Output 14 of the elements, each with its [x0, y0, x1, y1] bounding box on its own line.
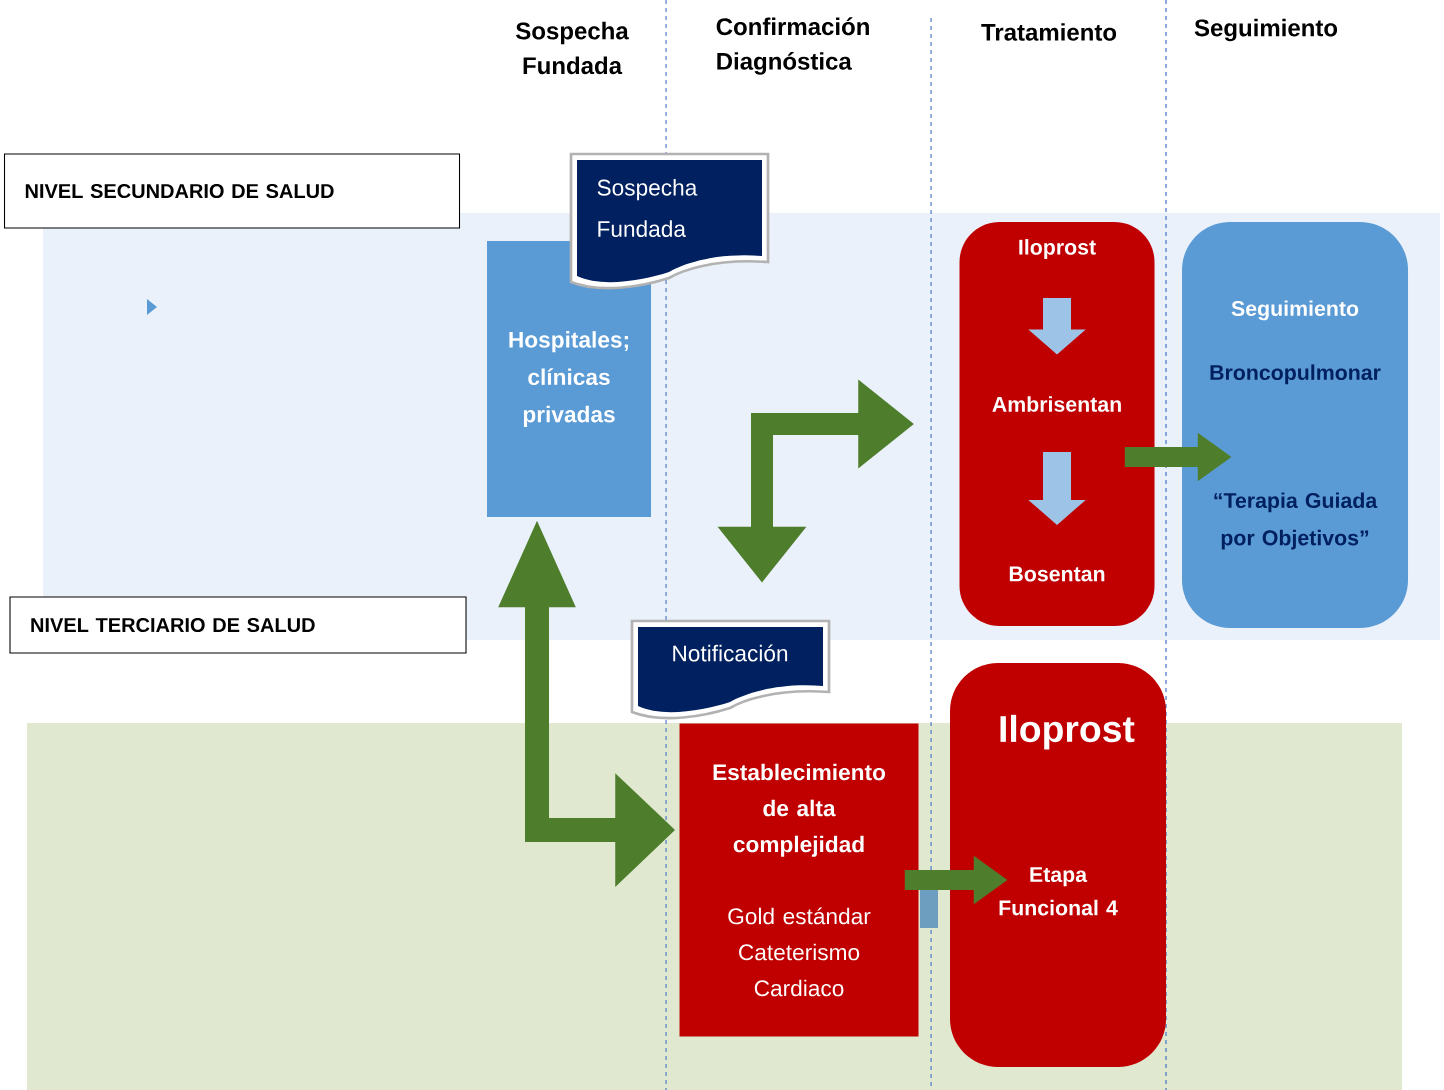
column-header: Sospecha Fundada	[516, 21, 629, 75]
process-box: Establecimiento de alta complejidad Gold estándar Cateterismo Cardiaco	[679, 723, 919, 1037]
column-header: Confirmación Diagnóstica	[716, 17, 869, 75]
rounded-box	[959, 222, 1155, 626]
level-box: NIVEL SECUNDARIO DE SALUD	[3, 153, 461, 229]
column-header: Seguimiento	[1194, 18, 1338, 42]
drug-label: Ambrisentan	[992, 396, 1121, 412]
rounded-box: Iloprost Etapa Funcional 4	[950, 663, 1166, 1067]
process-box: Hospitales; clínicas privadas	[487, 241, 651, 517]
level-box: NIVEL TERCIARIO DE SALUD	[9, 596, 467, 654]
drug-label: Bosentan	[1009, 566, 1105, 582]
rounded-box: Seguimiento Broncopulmonar “Terapia Guiada por Objetivos”	[1182, 222, 1408, 628]
drug-label: Iloprost	[1019, 239, 1096, 259]
column-header: Tratamiento	[981, 23, 1117, 41]
